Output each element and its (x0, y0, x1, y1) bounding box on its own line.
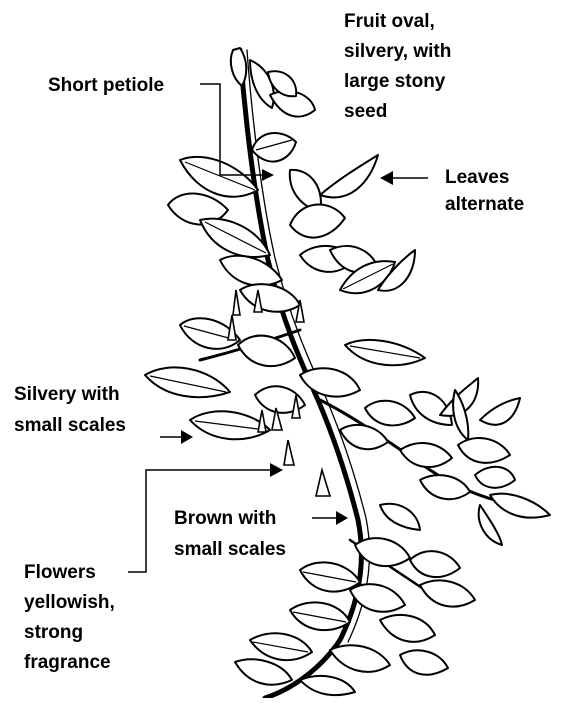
flower (228, 315, 236, 340)
leaf-cluster-lower (235, 504, 475, 695)
leaf (479, 505, 502, 545)
label-silvery: Silvery with small scales (14, 384, 126, 436)
label-flowers-line: fragrance (24, 652, 111, 673)
label-brown-line: small scales (174, 539, 286, 560)
leaf (340, 425, 388, 449)
leaf (480, 398, 520, 425)
label-brown: Brown with small scales (174, 508, 286, 560)
leaf (180, 157, 258, 197)
arrowhead (270, 463, 283, 477)
leaf (410, 551, 460, 577)
leaf-cluster-right (400, 378, 550, 545)
label-short-petiole-line: Short petiole (48, 75, 164, 96)
leaf-cluster-upper (168, 155, 415, 312)
leaf (235, 659, 292, 684)
leaf-cluster-middle (145, 318, 425, 449)
flower (284, 440, 294, 465)
flower (258, 410, 266, 432)
leaf (290, 204, 345, 237)
label-flowers-line: strong (24, 622, 83, 643)
flower (233, 290, 240, 315)
label-leaves-alternate: Leaves alternate (445, 167, 524, 215)
leaf (290, 602, 350, 630)
leaf (420, 475, 470, 499)
leaf (400, 443, 452, 467)
label-silvery-line: small scales (14, 415, 126, 436)
arrowhead (262, 169, 274, 181)
label-fruit-line: seed (344, 101, 387, 122)
leaf (380, 615, 435, 642)
leaf (330, 645, 390, 672)
leaf (320, 155, 378, 197)
label-fruit: Fruit oval, silvery, with large stony se… (344, 11, 457, 122)
label-short-petiole: Short petiole (48, 75, 164, 96)
plant-illustration (145, 48, 550, 698)
leaf (475, 467, 515, 488)
arrowhead (181, 430, 193, 444)
leaf (400, 650, 448, 674)
leaf (300, 676, 355, 695)
leaf (458, 438, 510, 463)
leaf (252, 133, 296, 162)
leaf (350, 584, 405, 612)
label-flowers-line: yellowish, (24, 592, 115, 613)
leaf (365, 401, 415, 426)
label-silvery-line: Silvery with (14, 384, 120, 405)
label-leaves-line: Leaves (445, 167, 509, 188)
flower (316, 470, 330, 496)
leaf (490, 494, 550, 518)
leaf (145, 367, 230, 397)
label-flowers-line: Flowers (24, 562, 96, 583)
label-brown-line: Brown with (174, 508, 276, 529)
leaf (420, 580, 475, 606)
leaf (220, 256, 282, 286)
label-fruit-line: large stony (344, 71, 446, 92)
arrowhead (380, 171, 393, 185)
leaf (240, 284, 300, 312)
label-fruit-line: silvery, with (344, 41, 451, 62)
label-flowers: Flowers yellowish, strong fragrance (24, 562, 120, 673)
leaf (238, 336, 295, 367)
arrowhead (336, 511, 348, 525)
leaf (380, 504, 420, 530)
label-fruit-line: Fruit oval, (344, 11, 435, 32)
leaf (231, 48, 246, 86)
leaf (250, 60, 274, 108)
leaf (300, 368, 360, 396)
label-leaves-line: alternate (445, 194, 524, 215)
